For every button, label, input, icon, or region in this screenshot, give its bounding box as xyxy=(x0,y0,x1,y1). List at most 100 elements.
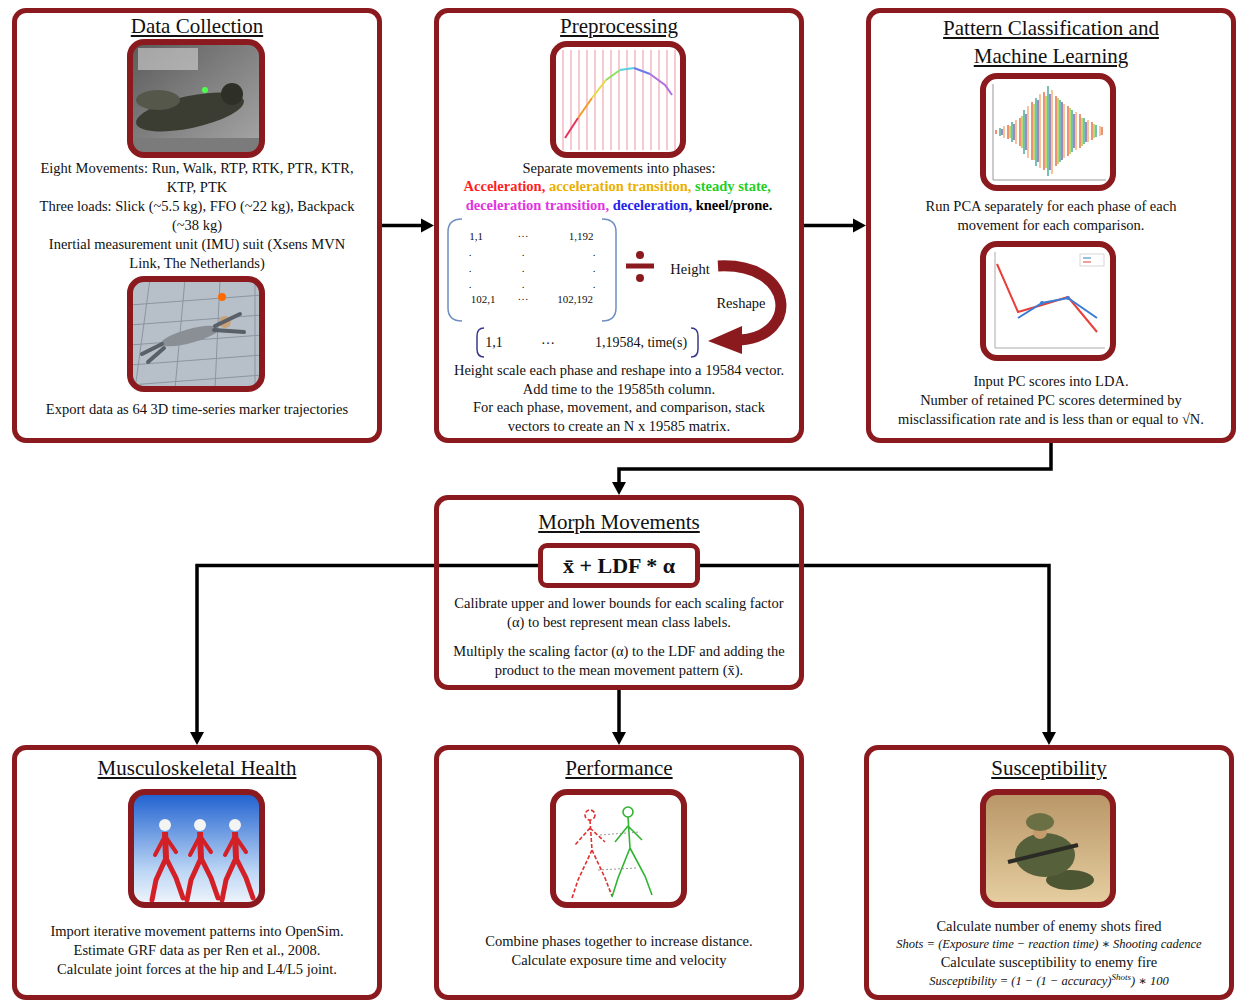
text-group: Export data as 64 3D time-series marker … xyxy=(22,400,372,419)
illustration-part xyxy=(159,321,221,350)
divide-symbol xyxy=(626,251,654,282)
illustration-part xyxy=(1040,301,1044,305)
text-group: Morph Movements xyxy=(434,509,804,535)
illustration-part xyxy=(190,836,211,855)
formula-box: x̄ + LDF * α xyxy=(538,543,700,588)
matrix-cell: . xyxy=(593,246,596,259)
box-title: Musculoskeletal Health xyxy=(98,756,297,780)
illustration-part xyxy=(983,792,1113,905)
body-text: Eight Movements: Run, Walk, RTP, RTK, PT… xyxy=(36,159,358,197)
arrowhead xyxy=(190,732,204,745)
phase-label: deceleration transition, xyxy=(466,196,609,215)
illustration-part xyxy=(142,314,244,362)
illustration-part xyxy=(553,44,683,155)
connector-arrow xyxy=(382,219,434,233)
text-group: Input PC scores into LDA.Number of retai… xyxy=(881,372,1221,429)
illustration-part xyxy=(131,792,262,905)
body-text: Calculate susceptibility to enemy fire xyxy=(941,954,1158,970)
vector-bracket xyxy=(477,328,698,357)
phase-label: Acceleration, xyxy=(464,177,546,196)
illustration-part xyxy=(606,70,620,80)
illustration-part xyxy=(130,279,262,389)
body-text: Export data as 64 3D time-series marker … xyxy=(46,401,348,417)
illustration-part xyxy=(708,326,742,354)
body-text: Three loads: Slick (~5.5 kg), FFO (~22 k… xyxy=(36,197,358,235)
illustration-part xyxy=(983,244,1113,358)
matrix-cell: 102,192 xyxy=(557,293,593,306)
vector-cell: 1,19584, time(s) xyxy=(595,335,687,351)
illustration-part xyxy=(553,792,684,905)
body-text: Calculate joint forces at the hip and L4… xyxy=(22,960,372,979)
process-box: Musculoskeletal HealthImport iterative m… xyxy=(12,745,382,1000)
illustration-part xyxy=(592,80,606,98)
process-box: Morph MovementsCalibrate upper and lower… xyxy=(434,495,804,690)
illustration-part xyxy=(131,792,262,905)
illustration-part xyxy=(130,42,262,155)
illustration-part xyxy=(1083,257,1091,258)
vector-cell: 1,1 xyxy=(485,335,503,351)
illustration-part xyxy=(1066,296,1070,300)
illustration-part xyxy=(138,48,198,70)
illustration-part xyxy=(983,76,1113,188)
arrowhead xyxy=(853,219,866,233)
illustration-part xyxy=(620,68,634,70)
matrix-cell: … xyxy=(518,227,529,240)
phase-label: deceleration, xyxy=(613,196,692,215)
motion-capture-photo xyxy=(130,42,262,155)
arrowhead xyxy=(421,219,434,233)
text-group: Height scale each phase and reshape into… xyxy=(452,361,786,435)
text-group: Separate movements into phases: xyxy=(444,159,794,178)
illustration-part xyxy=(585,810,595,820)
text-group: Acceleration,acceleration transition,ste… xyxy=(446,177,792,215)
illustration-part xyxy=(636,251,644,259)
illustration-part xyxy=(1018,298,1097,318)
matrix-cell: . xyxy=(522,262,525,275)
illustration-part xyxy=(131,792,262,905)
box-title: Susceptibility xyxy=(991,756,1107,780)
text-group: Pattern Classification and Machine Learn… xyxy=(931,14,1171,70)
illustration-part xyxy=(572,820,612,898)
illustration-part xyxy=(612,817,652,897)
body-text: Separate movements into phases: xyxy=(523,160,716,176)
phase-label: kneel/prone. xyxy=(696,196,773,215)
matrix-cell: . xyxy=(593,262,596,275)
text-group: Musculoskeletal Health xyxy=(12,755,382,781)
illustration-part xyxy=(634,68,650,74)
illustration-part xyxy=(130,279,262,389)
text-group: Multiply the scaling factor (α) to the L… xyxy=(446,642,792,680)
operation-label: Height xyxy=(670,261,709,278)
illustration-part xyxy=(187,819,218,900)
body-text: Calculate number of enemy shots fired xyxy=(936,918,1161,934)
matrix-cell: . xyxy=(469,262,472,275)
illustration-part xyxy=(598,832,640,870)
connector-line xyxy=(619,443,1051,483)
arrowhead xyxy=(612,732,626,745)
body-text: Multiply the scaling factor (α) to the L… xyxy=(453,643,784,678)
illustration-part xyxy=(1026,813,1054,831)
body-text: Input PC scores into LDA. xyxy=(881,372,1221,391)
connector-line xyxy=(617,690,621,733)
matrix-cell: … xyxy=(518,290,529,303)
illustration-part xyxy=(159,819,171,831)
connector-line xyxy=(804,224,854,228)
illustration-part xyxy=(130,279,262,389)
body-text: Import iterative movement patterns into … xyxy=(22,922,372,941)
text-group: Performance xyxy=(434,755,804,781)
process-box: SusceptibilityCalculate number of enemy … xyxy=(864,745,1234,1000)
matrix-cell: 1,1 xyxy=(469,230,483,243)
text-group: Data Collection xyxy=(12,13,382,39)
illustration-part xyxy=(1010,96,1094,168)
matrix-cell: . xyxy=(469,246,472,259)
illustration-part xyxy=(194,819,206,831)
illustration-part xyxy=(229,819,241,831)
illustration-part xyxy=(1080,254,1104,266)
illustration-part xyxy=(983,792,1113,905)
reshape-arrow xyxy=(708,266,781,354)
connector-arrow xyxy=(612,443,1051,495)
illustration-part xyxy=(553,44,683,155)
body-text: Calibrate upper and lower bounds for eac… xyxy=(454,595,783,630)
avatar-render xyxy=(130,279,262,389)
body-text: Run PCA separately for each phase of eac… xyxy=(926,198,1177,233)
